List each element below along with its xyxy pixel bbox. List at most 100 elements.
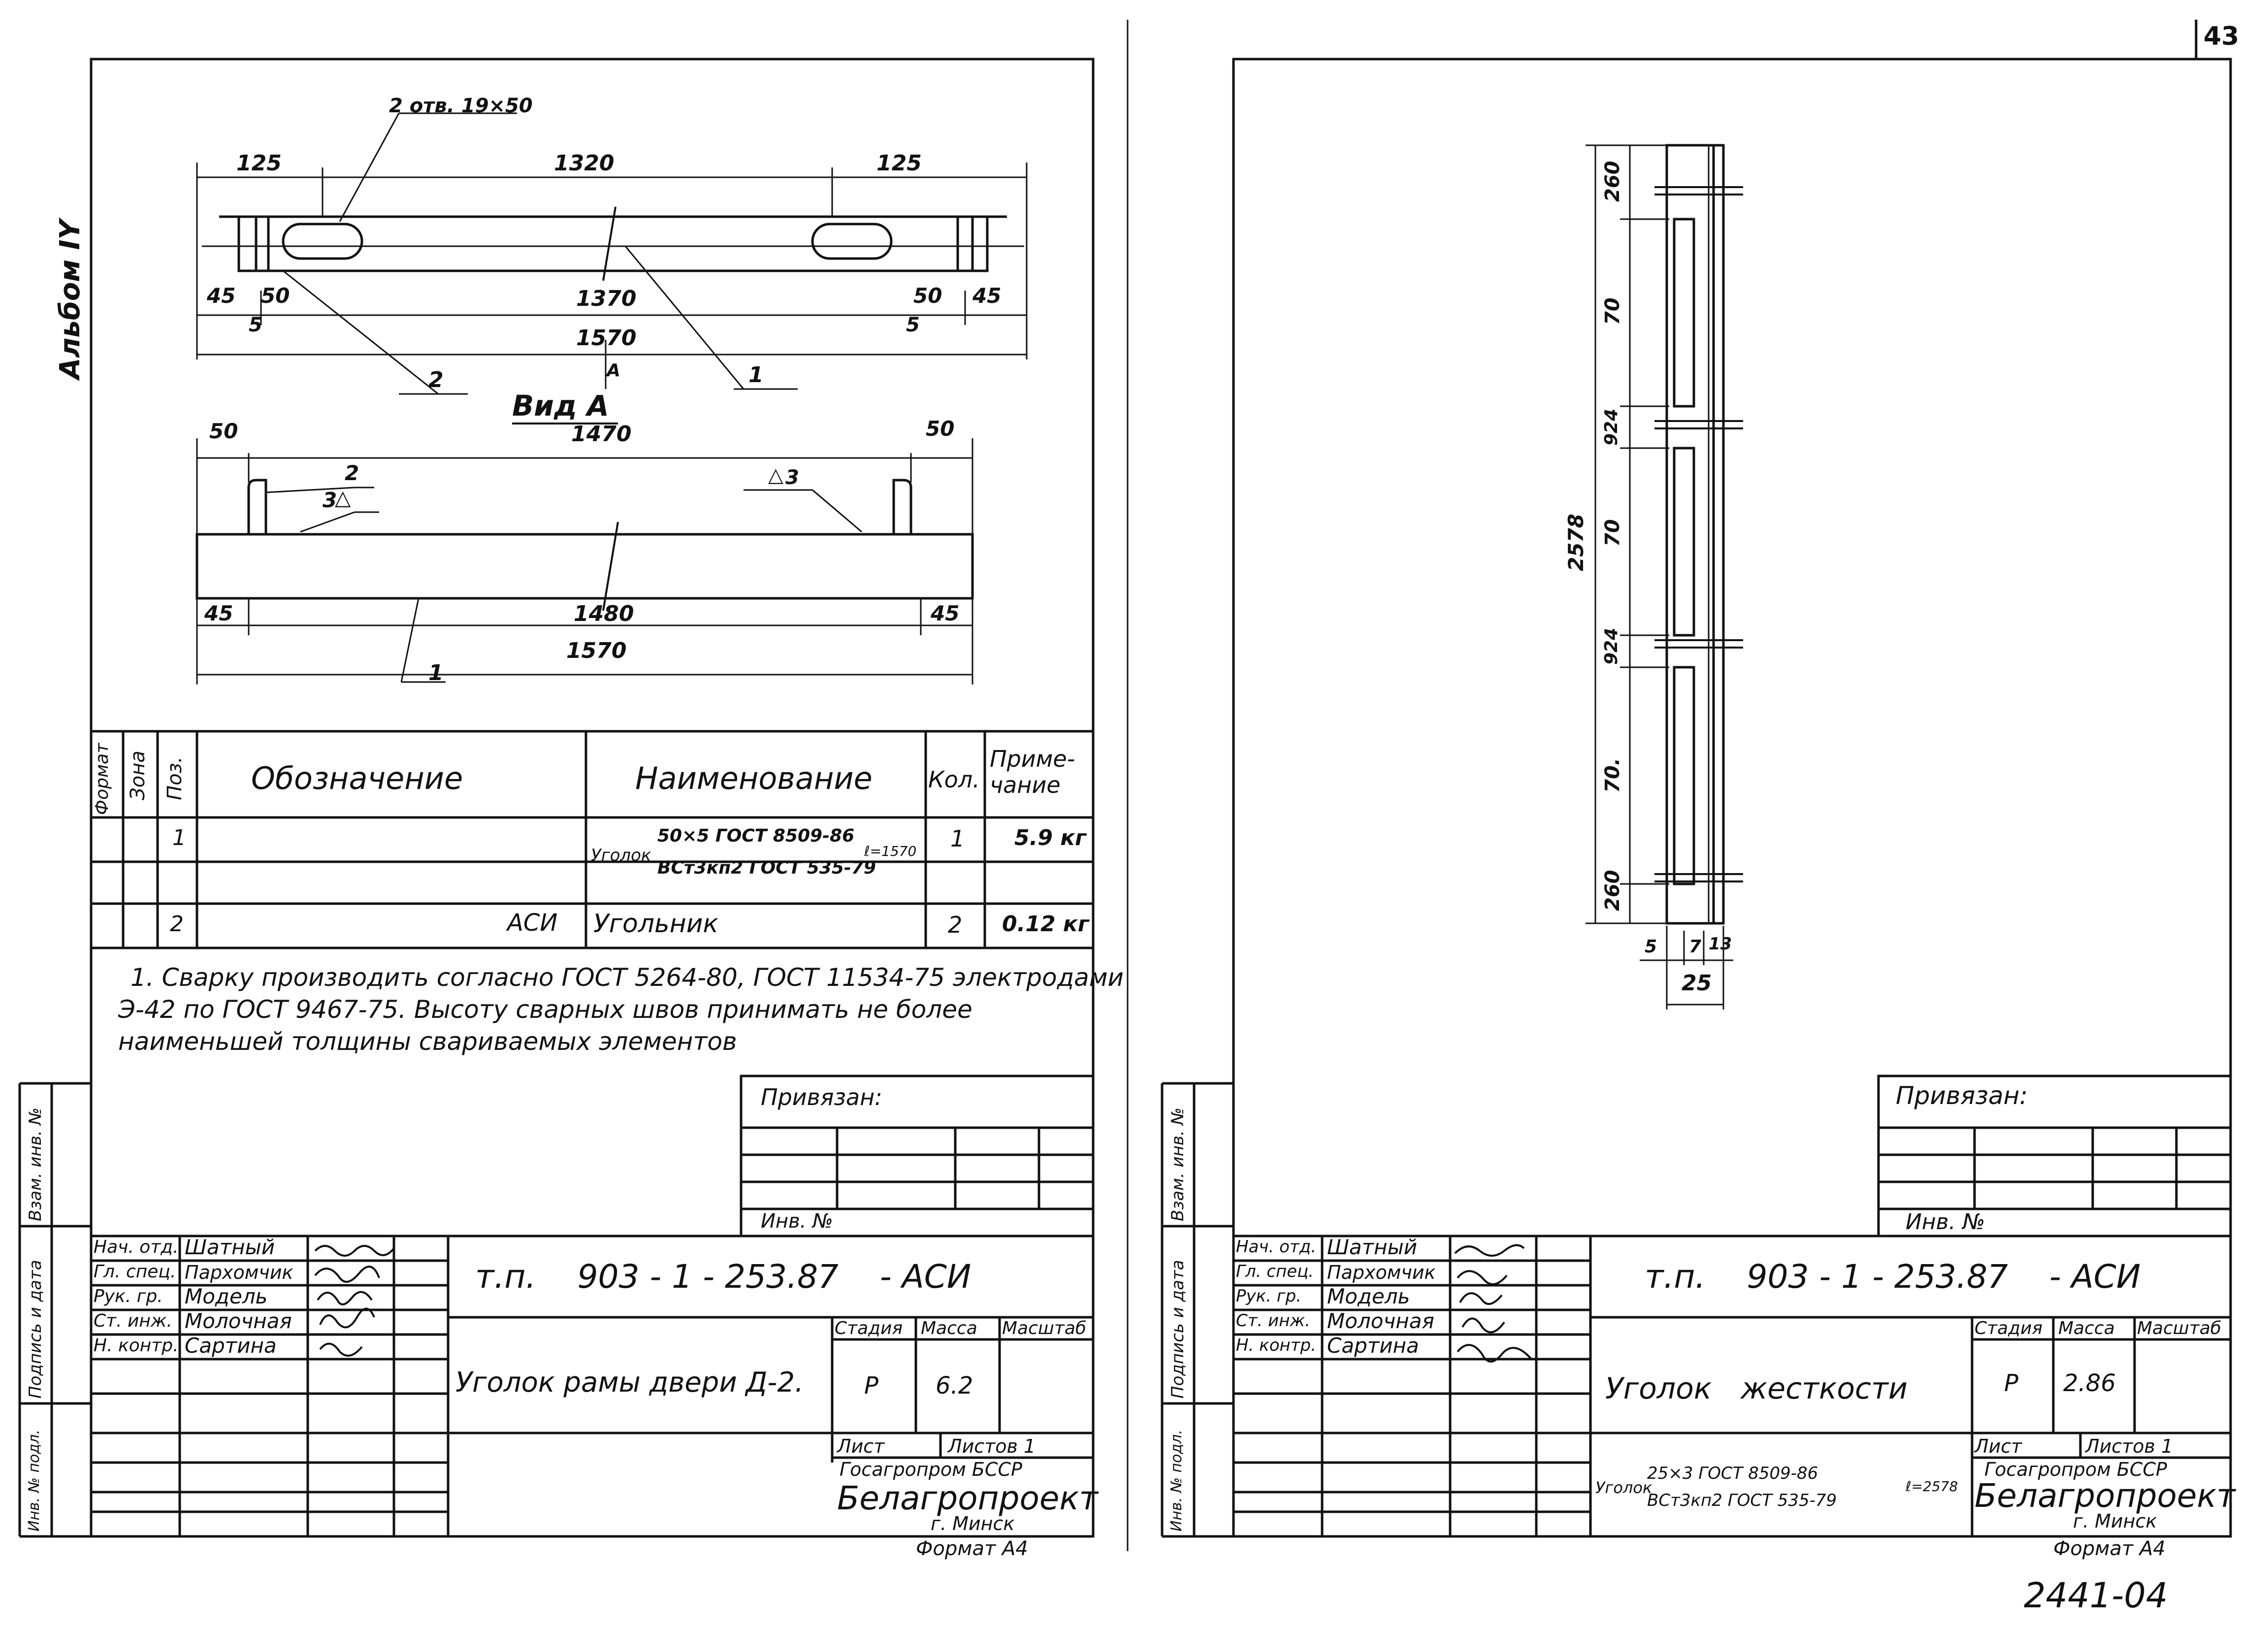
note-line-2: Э-42 по ГОСТ 9467-75. Высоту сварных шво… bbox=[118, 995, 972, 1024]
right-sig-role-5: Н. контр. bbox=[1236, 1335, 1316, 1355]
left-sig-role-4: Ст. инж. bbox=[94, 1311, 172, 1331]
r-dim-70-2: 70 bbox=[1601, 519, 1624, 547]
spec-header-name: Наименование bbox=[635, 760, 873, 796]
r-dim-5: 5 bbox=[1645, 937, 1657, 957]
hole-note: 2 отв. 19×50 bbox=[389, 95, 533, 117]
r-dim-260-bottom: 260 bbox=[1601, 870, 1624, 912]
right-org-main: Белагропроект bbox=[1975, 1477, 2236, 1515]
left-sig-role-1: Нач. отд. bbox=[94, 1237, 179, 1257]
view-dim-45-right: 45 bbox=[931, 601, 960, 625]
left-sig-role-3: Рук. гр. bbox=[94, 1286, 163, 1306]
left-project-code: т.п. 903 - 1 - 253.87 - АСИ bbox=[475, 1258, 972, 1296]
dim-125-right: 125 bbox=[876, 151, 922, 176]
spec-header-format: Формат bbox=[92, 743, 112, 815]
dim-5-right: 5 bbox=[906, 314, 920, 336]
right-sig-role-2: Гл. спец. bbox=[1236, 1262, 1314, 1281]
view-dim-50-right: 50 bbox=[926, 417, 955, 441]
left-mass-value: 6.2 bbox=[936, 1372, 973, 1400]
r-dim-2578: 2578 bbox=[1564, 514, 1588, 571]
left-sig-name-3: Модель bbox=[185, 1284, 268, 1308]
spec-row-1-name-suffix: ℓ=1570 bbox=[864, 843, 917, 859]
leader-label-2: 2 bbox=[428, 367, 444, 392]
right-mass-value: 2.86 bbox=[2063, 1369, 2116, 1397]
left-sig-name-1: Шатный bbox=[185, 1235, 275, 1259]
spec-row-1-name-prefix: Уголок bbox=[591, 846, 651, 865]
r-dim-924-2: 924 bbox=[1601, 627, 1621, 665]
dim-45-right: 45 bbox=[972, 284, 1002, 308]
left-privyazan-label: Привязан: bbox=[761, 1084, 882, 1110]
right-sig-name-2: Пархомчик bbox=[1327, 1262, 1436, 1283]
left-stage-label: Стадия bbox=[835, 1318, 903, 1338]
left-side-label-vzam: Взам. инв. № bbox=[26, 1107, 45, 1221]
weld-triangle-left-icon: △ bbox=[335, 486, 351, 510]
left-format-label: Формат А4 bbox=[916, 1537, 1028, 1560]
right-stage-value: Р bbox=[2004, 1369, 2018, 1397]
right-material-bottom: ВСт3кп2 ГОСТ 535-79 bbox=[1647, 1491, 1837, 1510]
right-material-prefix: Уголок bbox=[1595, 1478, 1652, 1497]
dim-1370: 1370 bbox=[576, 286, 637, 311]
right-sig-role-3: Рук. гр. bbox=[1236, 1286, 1302, 1306]
spec-row-1-note: 5.9 кг bbox=[1014, 825, 1087, 850]
spec-row-2-name: Угольник bbox=[593, 909, 718, 939]
weld-3-right: 3 bbox=[785, 466, 799, 489]
spec-row-1-name-top: 50×5 ГОСТ 8509-86 bbox=[657, 826, 855, 846]
r-dim-924-1: 924 bbox=[1601, 408, 1621, 446]
right-sheet-title: Уголок жесткости bbox=[1605, 1371, 1908, 1406]
left-sig-name-5: Сартина bbox=[185, 1334, 277, 1358]
dim-1320: 1320 bbox=[554, 151, 615, 176]
right-format-label: Формат А4 bbox=[2053, 1537, 2166, 1560]
view-dim-1470: 1470 bbox=[571, 422, 632, 447]
left-sig-role-2: Гл. спец. bbox=[94, 1262, 176, 1282]
dim-5-left: 5 bbox=[249, 314, 262, 336]
right-sheets-label: Листов 1 bbox=[2085, 1435, 2173, 1457]
right-sig-name-4: Молочная bbox=[1327, 1309, 1434, 1333]
r-dim-25: 25 bbox=[1682, 971, 1712, 996]
dim-45-left: 45 bbox=[207, 284, 236, 308]
view-dim-45-left: 45 bbox=[204, 601, 233, 625]
left-org-main: Белагропроект bbox=[837, 1479, 1098, 1517]
right-privyazan-label: Привязан: bbox=[1896, 1081, 2028, 1110]
view-leader-2: 2 bbox=[345, 461, 359, 485]
right-sig-role-4: Ст. инж. bbox=[1236, 1311, 1310, 1331]
right-side-label-vzam: Взам. инв. № bbox=[1168, 1107, 1188, 1221]
r-dim-13: 13 bbox=[1709, 934, 1732, 954]
right-sig-name-1: Шатный bbox=[1327, 1235, 1418, 1259]
view-dim-1480: 1480 bbox=[574, 601, 634, 626]
spec-row-1-qty: 1 bbox=[950, 825, 965, 852]
view-leader-1: 1 bbox=[428, 660, 444, 685]
right-org-city: г. Минск bbox=[2073, 1510, 2157, 1532]
weld-3-left: 3 bbox=[323, 488, 337, 512]
leader-label-1: 1 bbox=[748, 362, 764, 388]
left-sheet-label: Лист bbox=[837, 1435, 885, 1457]
spec-row-2-note: 0.12 кг bbox=[1002, 912, 1089, 937]
left-sig-name-2: Пархомчик bbox=[185, 1262, 293, 1283]
dim-1570-top: 1570 bbox=[576, 326, 637, 351]
spec-header-note: Приме-чание bbox=[990, 746, 1075, 798]
spec-row-2-qty: 2 bbox=[948, 912, 963, 938]
spec-header-zone: Зона bbox=[127, 750, 149, 800]
left-org-top: Госагропром БССР bbox=[840, 1459, 1022, 1480]
left-org-city: г. Минск bbox=[931, 1513, 1015, 1534]
right-sig-role-1: Нач. отд. bbox=[1236, 1237, 1317, 1257]
right-material-suffix: ℓ=2578 bbox=[1906, 1478, 1958, 1495]
left-sig-role-5: Н. контр. bbox=[94, 1335, 179, 1356]
view-a-marker: A bbox=[607, 360, 620, 381]
view-dim-1570: 1570 bbox=[566, 638, 627, 663]
right-side-label-inv: Инв. № подл. bbox=[1168, 1430, 1185, 1531]
note-line-1: 1. Сварку производить согласно ГОСТ 5264… bbox=[130, 963, 1124, 992]
left-sheets-label: Листов 1 bbox=[948, 1435, 1036, 1457]
spec-row-2-pos: 2 bbox=[170, 912, 184, 937]
r-dim-70-3: 70. bbox=[1601, 758, 1624, 793]
spec-row-1-pos: 1 bbox=[172, 825, 186, 850]
left-mass-label: Масса bbox=[921, 1318, 977, 1338]
r-dim-260-top: 260 bbox=[1601, 161, 1624, 202]
dim-50-right: 50 bbox=[913, 284, 942, 308]
spec-header-designation: Обозначение bbox=[251, 760, 463, 796]
left-side-label-inv: Инв. № подл. bbox=[26, 1430, 43, 1531]
left-side-label-podpis: Подпись и дата bbox=[26, 1260, 45, 1399]
spec-row-1-name-bottom: ВСт3кп2 ГОСТ 535-79 bbox=[657, 858, 876, 878]
left-sheet-title: Уголок рамы двери Д-2. bbox=[455, 1367, 804, 1399]
r-dim-7: 7 bbox=[1689, 937, 1702, 957]
right-project-code: т.п. 903 - 1 - 253.87 - АСИ bbox=[1645, 1258, 2141, 1296]
